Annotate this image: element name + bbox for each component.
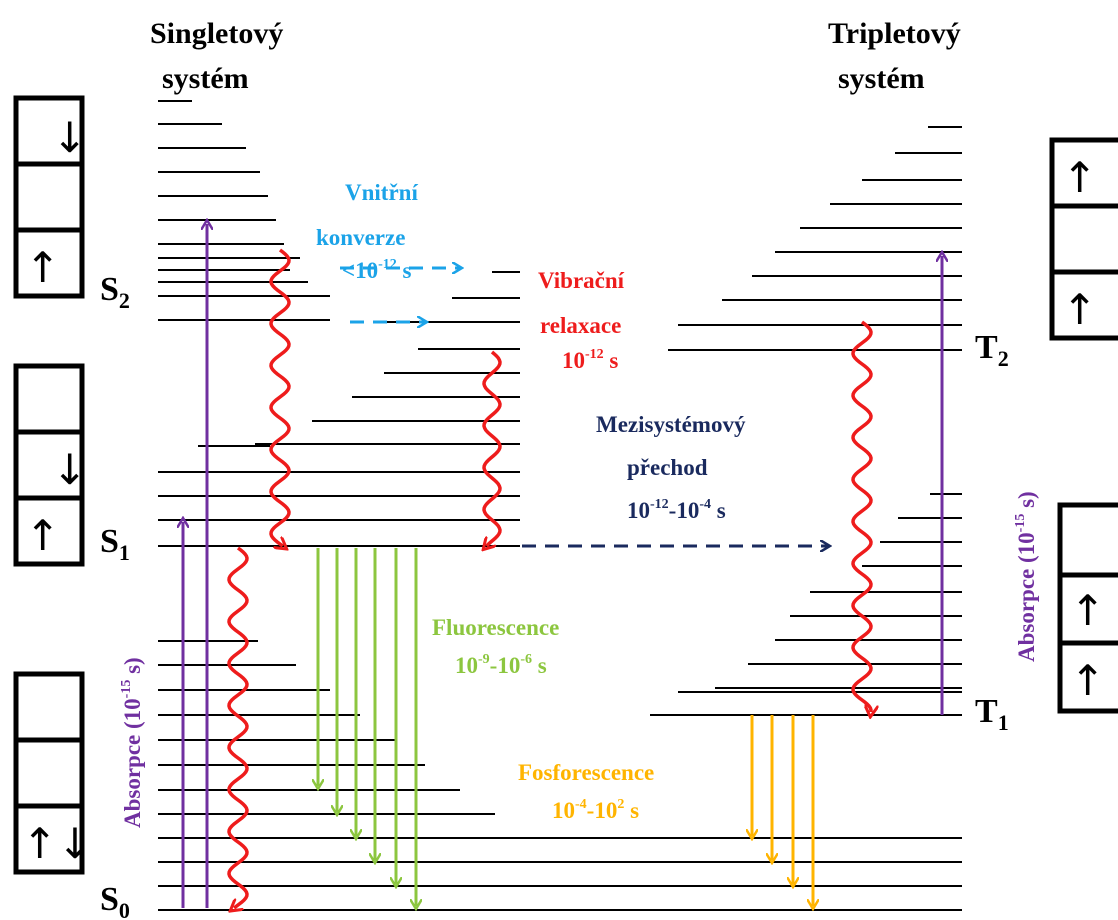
- ic-line1: Vnitřní: [345, 180, 418, 205]
- ground-state-levels: [158, 640, 962, 911]
- vibrational-relaxation-wave-s1: [484, 350, 502, 546]
- isc-line2: přechod: [627, 455, 708, 480]
- triplet-title-line2: systém: [838, 62, 925, 95]
- energy-levels: [158, 100, 962, 716]
- internal-conversion-wave-s1-s0: [227, 546, 249, 908]
- spin-up-arrow-icon: ↑: [25, 243, 60, 292]
- ic-time: <10-12 s: [342, 257, 412, 283]
- vr-line2: relaxace: [540, 313, 621, 338]
- level-label-s0: S0: [100, 881, 130, 920]
- spin-box-t2: [1049, 137, 1118, 341]
- level-label-t1: T1: [975, 693, 1009, 735]
- vibrational-relaxation-wave-s2: [269, 248, 291, 546]
- phosphorescence-label: Fosforescence 10-4-102 s: [518, 760, 654, 823]
- spin-box-s0: [13, 671, 85, 875]
- spin-box-s2: [13, 95, 85, 299]
- intersystem-crossing-label: Mezisystémový přechod 10-12-10-4 s: [596, 412, 746, 523]
- spin-up-arrow-icon: ↑: [1062, 153, 1097, 202]
- spin-up-arrow-icon: ↑: [1070, 586, 1105, 635]
- fl-time: 10-9-10-6 s: [455, 652, 547, 678]
- vibrational-relaxation-wave-t: [851, 320, 871, 712]
- fl-line1: Fluorescence: [432, 615, 559, 640]
- internal-conversion-label: Vnitřní konverze <10-12 s: [316, 180, 418, 283]
- ph-time: 10-4-102 s: [552, 797, 639, 823]
- vr-line1: Vibrační: [538, 268, 625, 293]
- level-label-s1: S1: [100, 523, 130, 565]
- spin-up-arrow-icon: ↑: [25, 511, 60, 560]
- spin-box-t1: [1057, 502, 1118, 714]
- vr-time: 10-12 s: [562, 347, 618, 373]
- spin-box-s1: [13, 363, 85, 567]
- fluorescence-arrows: [318, 548, 416, 906]
- ph-line1: Fosforescence: [518, 760, 654, 785]
- isc-time: 10-12-10-4 s: [627, 497, 726, 523]
- spin-up-arrow-icon: ↑: [1070, 656, 1105, 705]
- vibrational-relaxation-label: Vibrační relaxace 10-12 s: [538, 268, 625, 373]
- spin-down-arrow-icon: ↓: [52, 445, 87, 494]
- phosphorescence-arrows: [752, 715, 813, 906]
- spin-down-arrow-icon: ↓: [52, 113, 87, 162]
- singlet-title-line2: systém: [162, 62, 249, 95]
- singlet-title-line1: Singletový: [150, 17, 283, 50]
- absorption-label-right: Absorpce (10-15 s): [1013, 491, 1039, 662]
- fluorescence-label: Fluorescence 10-9-10-6 s: [432, 615, 559, 678]
- spin-up-arrow-icon: ↑: [1062, 285, 1097, 334]
- triplet-title-line1: Tripletový: [828, 17, 961, 50]
- isc-line1: Mezisystémový: [596, 412, 746, 437]
- level-label-t2: T2: [975, 329, 1009, 371]
- absorption-label-left: Absorpce (10-15 s): [119, 657, 145, 828]
- ic-line2: konverze: [316, 225, 405, 250]
- spin-paired-arrows-icon: ↑↓: [22, 819, 92, 868]
- level-label-s2: S2: [100, 271, 130, 313]
